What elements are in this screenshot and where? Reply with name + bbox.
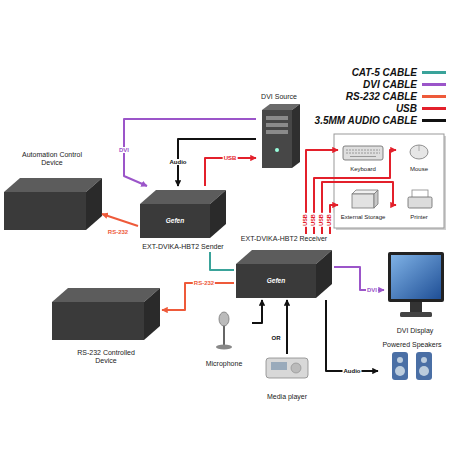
node-label: DVI Display (397, 327, 434, 335)
control-device: Automation Control Device (2, 150, 102, 232)
device-box (4, 178, 102, 230)
cable (205, 158, 256, 186)
peripheral: Mouse (396, 138, 442, 174)
cable (162, 283, 234, 310)
cable (252, 300, 262, 323)
printer-icon (408, 190, 432, 208)
legend-row: DVI CABLE (296, 78, 446, 90)
cable (322, 182, 396, 234)
sender-box (140, 190, 226, 238)
media-player (266, 358, 308, 378)
legend-swatch (422, 71, 446, 74)
cable-label: RS-232 (193, 280, 215, 286)
computer-tower (262, 104, 300, 168)
peripheral: External Storage (338, 186, 388, 222)
cable-label: DVI (118, 147, 130, 153)
monitor (388, 252, 444, 317)
node-label: RS-232 Controlled Device (71, 349, 141, 365)
cable (102, 214, 138, 226)
node-label: Mouse (410, 166, 428, 173)
speakers (392, 352, 432, 380)
node-label: Microphone (206, 360, 243, 368)
microphone-device: Microphone (196, 312, 252, 369)
microphone (216, 312, 232, 350)
cable (314, 150, 396, 234)
node-label: External Storage (341, 214, 386, 221)
node-label: Keyboard (350, 166, 376, 173)
peripheral: Printer (396, 186, 442, 222)
speaker-device: Powered Speakers (378, 340, 446, 385)
node-label: DVI Source (261, 93, 297, 101)
storage-icon (352, 190, 378, 208)
cable-label: RS-232 (107, 229, 129, 235)
cable-label: Audio (169, 159, 188, 165)
cable (286, 300, 288, 354)
cable-label: Audio (343, 368, 362, 374)
cable-label: USB (303, 213, 309, 227)
node-label: Printer (410, 214, 428, 221)
node-label: EXT-DVIKA-HBT2 Receiver (241, 235, 327, 243)
legend-swatch (422, 119, 446, 122)
node-label: EXT-DVIKA-HBT2 Sender (142, 243, 223, 251)
legend-text: DVI CABLE (363, 79, 417, 90)
cable (210, 252, 234, 270)
node-label: Powered Speakers (382, 341, 441, 349)
receiver-box (236, 250, 332, 298)
node-label: Automation Control Device (20, 151, 84, 167)
cable (326, 300, 378, 371)
legend-swatch (422, 83, 446, 86)
legend-text: CAT-5 CABLE (352, 67, 417, 78)
legend-row: CAT-5 CABLE (296, 66, 446, 78)
choice-note: OR (271, 335, 282, 341)
node-label: Media player (267, 393, 307, 401)
cable-label: USB (319, 213, 325, 227)
brand-mark: Gefen (165, 218, 185, 225)
brand-mark: Gefen (266, 278, 286, 285)
cable (124, 119, 256, 186)
legend: CAT-5 CABLEDVI CABLERS-232 CABLEUSB3.5MM… (296, 66, 446, 126)
cable-label: USB (327, 213, 333, 227)
controlled-device: RS-232 Controlled Device (50, 286, 162, 366)
legend-swatch (422, 95, 446, 98)
legend-swatch (422, 107, 446, 110)
legend-text: USB (396, 103, 417, 114)
display-device: DVI Display (384, 248, 446, 336)
cable-label: USB (311, 213, 317, 227)
device-box (52, 288, 160, 340)
receiver-unit: EXT-DVIKA-HBT2 Receiver (234, 234, 334, 300)
cable (178, 139, 256, 186)
media-device: Media player (258, 354, 316, 402)
peripheral: Keyboard (338, 138, 388, 174)
keyboard-icon (343, 146, 383, 160)
legend-text: 3.5MM AUDIO CABLE (315, 115, 417, 126)
cable-label: USB (223, 155, 238, 161)
legend-text: RS-232 CABLE (346, 91, 417, 102)
cable-label: DVI (366, 287, 378, 293)
mouse-icon (410, 145, 428, 159)
legend-row: USB (296, 102, 446, 114)
source-device: DVI Source (256, 92, 302, 170)
legend-row: 3.5MM AUDIO CABLE (296, 114, 446, 126)
legend-row: RS-232 CABLE (296, 90, 446, 102)
